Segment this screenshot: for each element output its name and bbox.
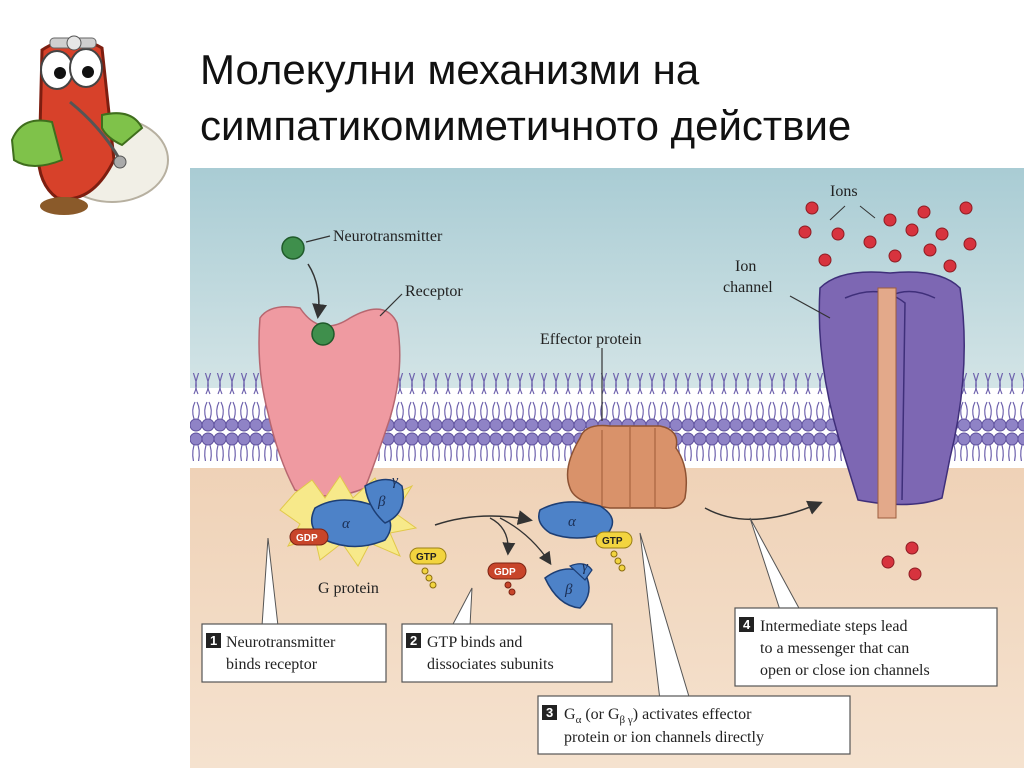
g-beta-subunit bbox=[364, 478, 404, 524]
bound-neurotransmitter bbox=[311, 322, 335, 346]
effector-protein-label: Effector protein bbox=[540, 331, 641, 348]
beta-gamma-arrow bbox=[499, 517, 552, 566]
step-4-number: 4 bbox=[743, 617, 751, 632]
step-2-number: 2 bbox=[410, 633, 417, 648]
free-beta-symbol: β bbox=[564, 582, 573, 598]
step-1-box bbox=[201, 623, 387, 683]
receptor-label: Receptor bbox=[405, 283, 463, 300]
neurotransmitter-molecule bbox=[281, 236, 305, 260]
alpha-symbol: α bbox=[342, 516, 351, 532]
released-gdp-tag bbox=[487, 562, 527, 580]
ion-channel-label-line1: Ion bbox=[735, 258, 756, 275]
slide-title: Молекулни механизми на симпатикомиметичн… bbox=[200, 42, 1000, 154]
g-protein-label: G protein bbox=[318, 580, 379, 597]
active-alpha-symbol: α bbox=[568, 514, 577, 530]
free-beta-gamma-subunit bbox=[544, 568, 590, 609]
step-1-number: 1 bbox=[210, 633, 217, 648]
title-line-2: симпатикомиметичното действие bbox=[200, 102, 852, 149]
messenger-arrow bbox=[704, 500, 823, 521]
gdp-release-arrow bbox=[489, 517, 516, 556]
step-1-line2: binds receptor bbox=[226, 656, 318, 673]
intracellular-ions bbox=[881, 541, 922, 581]
free-gtp-tag bbox=[409, 547, 447, 565]
g-protein-signaling-diagram: Neurotransmitter Receptor α β γ GDP G pr… bbox=[190, 168, 1024, 768]
title-line-1: Молекулни механизми на bbox=[200, 46, 700, 93]
dissociation-arrow bbox=[434, 510, 533, 526]
ion-channel-pore bbox=[877, 287, 897, 519]
binding-arrow bbox=[307, 263, 328, 319]
neurotransmitter-label: Neurotransmitter bbox=[333, 228, 443, 245]
free-gamma-symbol: γ bbox=[582, 559, 589, 575]
step-3-line2: protein or ion channels directly bbox=[564, 729, 764, 746]
released-gdp-label: GDP bbox=[494, 567, 516, 578]
gamma-symbol: γ bbox=[392, 473, 399, 489]
bound-gtp-tag bbox=[595, 531, 633, 549]
pill-doctor-mascot-icon bbox=[10, 35, 169, 215]
free-gtp-label: GTP bbox=[416, 552, 437, 563]
step-4-line1: Intermediate steps lead bbox=[760, 618, 908, 635]
step-1-line1: Neurotransmitter bbox=[226, 634, 336, 651]
step-2-line1: GTP binds and bbox=[427, 634, 522, 651]
free-gamma-lobe bbox=[568, 563, 593, 581]
step-4-line3: open or close ion channels bbox=[760, 662, 930, 679]
step-3-box bbox=[537, 695, 851, 755]
beta-symbol: β bbox=[377, 494, 386, 510]
effector-protein bbox=[566, 424, 688, 510]
ion-channel-label-line2: channel bbox=[723, 279, 773, 296]
step-2-box bbox=[401, 623, 613, 683]
bound-gtp-label: GTP bbox=[602, 536, 623, 547]
gdp-label: GDP bbox=[296, 533, 318, 544]
step-2-line2: dissociates subunits bbox=[427, 656, 554, 673]
extracellular-ions bbox=[798, 201, 977, 273]
ions-label: Ions bbox=[830, 183, 858, 200]
step-4-box bbox=[734, 607, 998, 687]
gdp-tag bbox=[289, 528, 329, 546]
step-4-line2: to a messenger that can bbox=[760, 640, 909, 657]
step-3-line1: Gα (or Gβ γ) activates effector bbox=[564, 706, 752, 726]
step-3-number: 3 bbox=[546, 705, 553, 720]
